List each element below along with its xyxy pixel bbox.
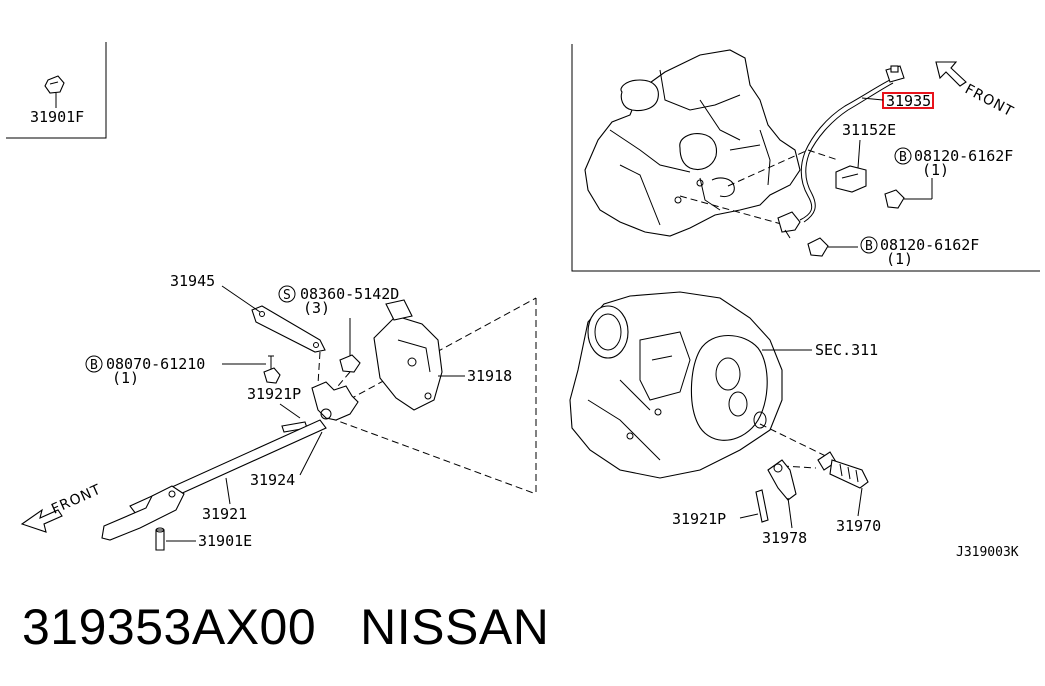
label-sensor-31935[interactable]: 31935 <box>886 92 931 110</box>
highlight-box <box>882 92 934 109</box>
brand-name: NISSAN <box>360 599 550 655</box>
label-sec311: SEC.311 <box>815 341 878 359</box>
svg-text:08120-6162F: 08120-6162F <box>914 147 1013 165</box>
label-bolt-2: B 08120-6162F (1) <box>860 236 979 268</box>
inset-transmission-top: 31935 FRONT 31152E B 08120-6162F (1) B 0… <box>571 44 1040 272</box>
svg-text:(1): (1) <box>112 369 139 387</box>
label-front-bottom: FRONT <box>49 482 104 518</box>
label-bolt-3: B 08070-61210 (1) <box>85 355 205 387</box>
svg-text:S: S <box>283 288 291 303</box>
label-31978: 31978 <box>762 529 807 547</box>
svg-text:(1): (1) <box>886 250 913 268</box>
label-screw: S 08360-5142D (3) <box>278 285 399 317</box>
inset-31901F: 31901F <box>6 42 107 139</box>
transmission-sec311: SEC.311 31970 31978 31921P J319003K <box>569 291 1019 560</box>
label-bolt-1: B 08120-6162F (1) <box>894 147 1013 179</box>
label-31901F: 31901F <box>30 108 84 126</box>
svg-text:(1): (1) <box>922 161 949 179</box>
label-31921: 31921 <box>202 505 247 523</box>
svg-text:08360-5142D: 08360-5142D <box>300 285 399 303</box>
shift-mechanism: 31945 S 08360-5142D (3) B 08070-61210 (1… <box>20 272 537 551</box>
label-31945: 31945 <box>170 272 215 290</box>
label-31921P-a: 31921P <box>247 385 301 403</box>
label-31901E: 31901E <box>198 532 252 550</box>
label-31918: 31918 <box>467 367 512 385</box>
label-front-top: FRONT <box>962 81 1016 120</box>
svg-text:08120-6162F: 08120-6162F <box>880 236 979 254</box>
svg-text:B: B <box>90 358 98 373</box>
front-arrow-bottom-icon: FRONT <box>20 482 104 533</box>
label-31970: 31970 <box>836 517 881 535</box>
svg-text:08070-61210: 08070-61210 <box>106 355 205 373</box>
svg-text:B: B <box>899 150 907 165</box>
svg-text:(3): (3) <box>303 299 330 317</box>
part-number: 319353AX00 <box>22 599 317 655</box>
label-31921P-b: 31921P <box>672 510 726 528</box>
svg-text:B: B <box>865 239 873 254</box>
front-arrow-top-icon: FRONT <box>935 61 1016 120</box>
diagram-code: J319003K <box>956 545 1019 560</box>
label-31924: 31924 <box>250 471 295 489</box>
label-31152E: 31152E <box>842 121 896 139</box>
footer-caption: 319353AX00 NISSAN <box>22 598 549 656</box>
